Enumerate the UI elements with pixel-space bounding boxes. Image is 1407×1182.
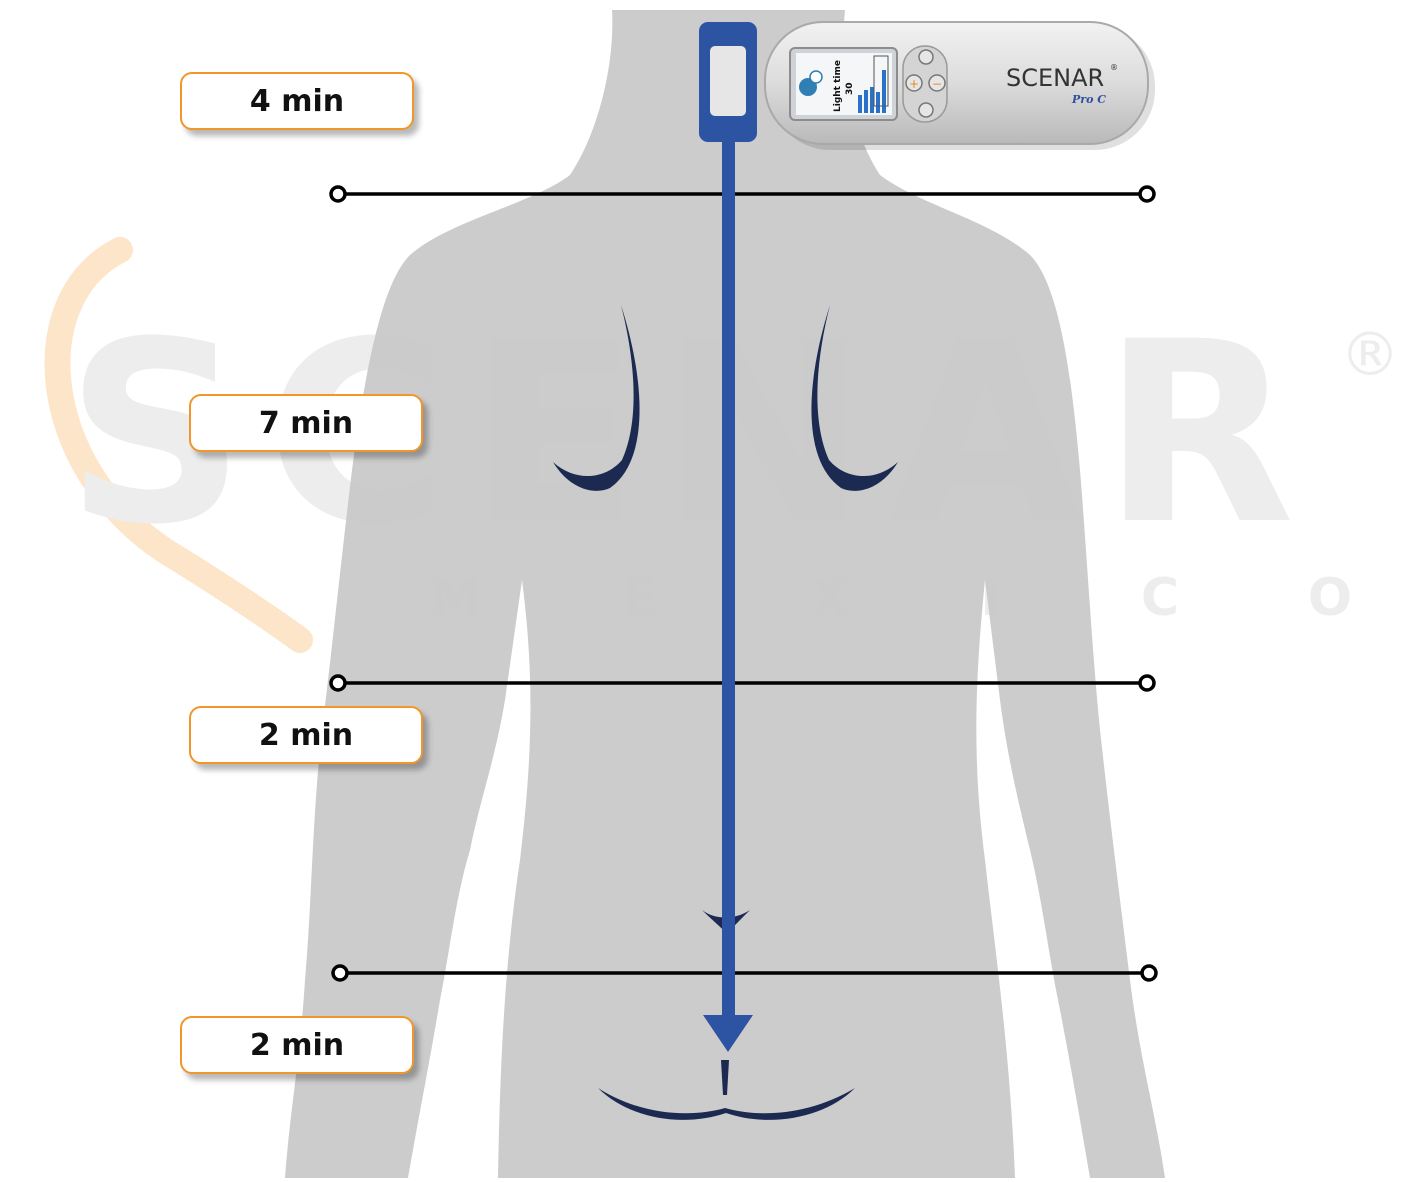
watermark-letter: O: [1308, 568, 1352, 628]
device-brand: SCENAR: [1006, 64, 1104, 92]
device-bottom-button: [919, 103, 933, 117]
plus-icon: +: [909, 77, 919, 91]
watermark-registered-mark: ®: [1340, 320, 1400, 390]
device-model: Pro C: [1071, 93, 1106, 106]
duration-badge-lower-back: 2 min: [189, 706, 423, 764]
duration-badge-upper-back: 7 min: [189, 394, 423, 452]
zone-line-endpoint: [1142, 966, 1156, 980]
scenar-device-icon: Light time 30 + − SCENAR ® Pro C: [765, 22, 1155, 150]
electrode-pad-surface: [710, 46, 746, 116]
clock-icon: [810, 71, 822, 83]
zone-line-endpoint: [331, 676, 345, 690]
device-screen-label: Light time: [833, 60, 843, 112]
device-top-button: [919, 50, 933, 64]
duration-badge-neck: 4 min: [180, 72, 414, 130]
device-screen-value: 30: [845, 82, 855, 95]
duration-badge-sacrum: 2 min: [180, 1016, 414, 1074]
watermark-letter: C: [1141, 568, 1179, 628]
zone-line-endpoint: [333, 966, 347, 980]
electrode-track-line: [722, 130, 735, 1023]
zone-line-endpoint: [1140, 676, 1154, 690]
zone-line-endpoint: [1140, 187, 1154, 201]
zone-line-endpoint: [331, 187, 345, 201]
device-registered-mark: ®: [1110, 63, 1118, 72]
minus-icon: −: [932, 77, 942, 91]
